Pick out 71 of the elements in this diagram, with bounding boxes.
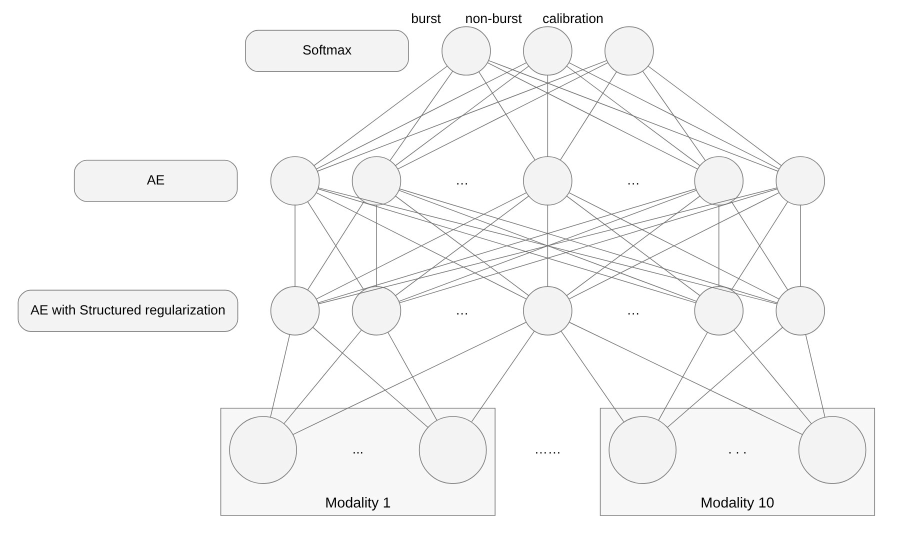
node-circle bbox=[694, 156, 744, 206]
connector bbox=[395, 66, 530, 166]
connector bbox=[568, 192, 780, 300]
connector bbox=[667, 326, 783, 428]
connector bbox=[560, 71, 617, 160]
connector bbox=[317, 60, 608, 172]
connector bbox=[566, 196, 700, 296]
connector bbox=[294, 204, 296, 287]
node-circle bbox=[418, 416, 487, 484]
node-label: burst bbox=[411, 10, 441, 26]
node-circle bbox=[442, 26, 491, 76]
node-circle bbox=[270, 286, 320, 336]
node-circle bbox=[694, 286, 744, 336]
connector bbox=[547, 204, 548, 287]
connector bbox=[390, 70, 454, 161]
connector bbox=[488, 60, 778, 172]
connector bbox=[398, 190, 697, 302]
label: … bbox=[626, 302, 640, 318]
label: … bbox=[455, 302, 469, 318]
node-box: AE bbox=[74, 160, 238, 202]
connector bbox=[471, 330, 535, 422]
node-circle bbox=[798, 416, 866, 484]
connector bbox=[734, 330, 812, 424]
connector bbox=[800, 204, 801, 287]
connector bbox=[805, 334, 826, 418]
label: . . . bbox=[728, 442, 747, 457]
node-circle bbox=[523, 156, 572, 206]
label: … bbox=[626, 172, 640, 188]
connector bbox=[566, 66, 700, 166]
node-box: Softmax bbox=[245, 30, 409, 72]
connector bbox=[292, 322, 526, 435]
node-label: calibration bbox=[542, 10, 604, 26]
connector bbox=[399, 188, 778, 304]
connector bbox=[560, 330, 624, 422]
node-circle bbox=[352, 286, 402, 336]
connector bbox=[487, 62, 698, 170]
node-label: non-burst bbox=[465, 10, 522, 26]
connector bbox=[398, 62, 608, 170]
node-circle bbox=[229, 416, 297, 484]
node-circle bbox=[776, 156, 826, 206]
label: … bbox=[455, 172, 469, 188]
connector bbox=[270, 334, 290, 418]
node-circle bbox=[523, 286, 572, 336]
connector bbox=[376, 204, 377, 287]
node-circle bbox=[523, 26, 572, 76]
node-circle bbox=[352, 156, 402, 206]
connector bbox=[642, 70, 706, 161]
connector bbox=[478, 71, 536, 160]
connector bbox=[312, 326, 428, 428]
connector bbox=[314, 66, 448, 166]
node-box: AE with Structured regularization bbox=[18, 290, 238, 332]
connector bbox=[658, 332, 708, 421]
node-circle bbox=[608, 416, 677, 484]
connector bbox=[388, 332, 438, 421]
connector bbox=[648, 66, 782, 166]
connector bbox=[318, 187, 778, 304]
connector bbox=[718, 204, 720, 287]
node-circle bbox=[270, 156, 320, 206]
connector bbox=[568, 62, 780, 170]
connector bbox=[316, 192, 527, 300]
node-circle bbox=[776, 286, 826, 336]
label: …… bbox=[534, 442, 562, 457]
connector bbox=[318, 188, 696, 304]
label: ... bbox=[352, 442, 364, 457]
connector bbox=[284, 330, 362, 424]
node-circle bbox=[604, 26, 654, 76]
connector bbox=[731, 201, 788, 290]
connector bbox=[307, 201, 364, 290]
connector bbox=[316, 62, 527, 170]
connector bbox=[569, 322, 803, 435]
connector bbox=[547, 75, 548, 157]
